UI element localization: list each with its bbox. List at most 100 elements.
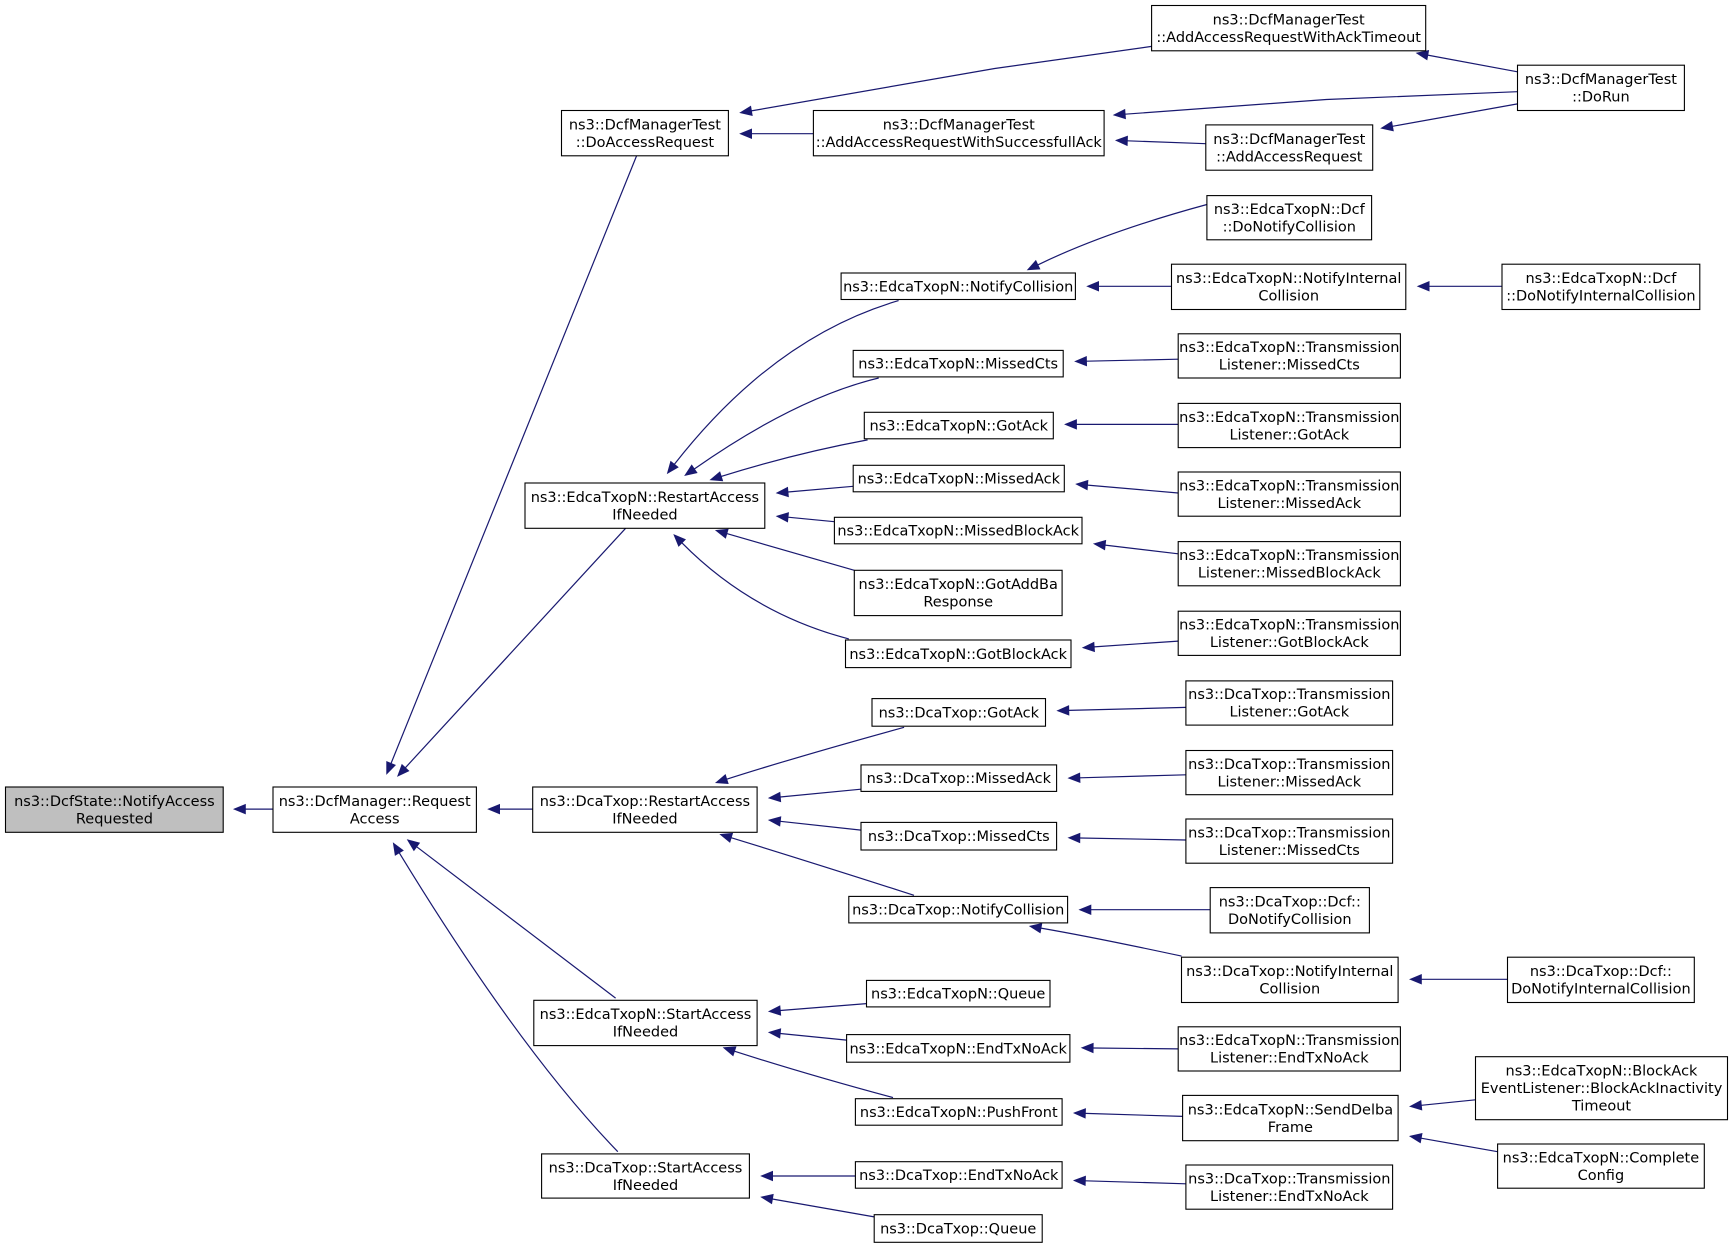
edge-n15-n3 — [787, 516, 835, 523]
node-label: ns3::EdcaTxopN::MissedCts — [858, 357, 1058, 373]
node-label: ns3::EdcaTxopN::NotifyInternal — [1176, 271, 1401, 287]
node-label: ns3::DcfManagerTest — [1525, 72, 1677, 88]
arrowhead-n25-n17 — [1081, 641, 1095, 653]
node-box — [1182, 1094, 1399, 1142]
node-n12[interactable]: ns3::EdcaTxopN::MissedCts — [852, 349, 1064, 378]
node-n18[interactable]: ns3::EdcaTxopN::Dcf::DoNotifyCollision — [1206, 195, 1373, 241]
node-n8[interactable]: ns3::DcfManagerTest::AddAccessRequestWit… — [812, 109, 1105, 157]
node-label: ::DoAccessRequest — [576, 135, 715, 151]
node-n22[interactable]: ns3::EdcaTxopN::TransmissionListener::Go… — [1177, 402, 1401, 449]
node-n29[interactable]: ns3::DcaTxop::NotifyCollision — [848, 895, 1069, 924]
node-n28[interactable]: ns3::DcaTxop::MissedCts — [860, 821, 1058, 851]
arrowhead-n3-n1 — [397, 763, 410, 777]
node-box — [1185, 1164, 1394, 1210]
node-label: Access — [350, 811, 400, 827]
node-n13[interactable]: ns3::EdcaTxopN::GotAck — [863, 411, 1054, 440]
arrowhead-n35-n34 — [1408, 974, 1422, 985]
node-n43[interactable]: ns3::DcaTxop::EndTxNoAck — [854, 1161, 1063, 1189]
arrowhead-n45-n43 — [1072, 1175, 1086, 1187]
node-box — [1177, 471, 1401, 517]
node-label: Listener::GotBlockAck — [1210, 635, 1370, 651]
node-label: IfNeeded — [612, 811, 677, 827]
node-n25[interactable]: ns3::EdcaTxopN::TransmissionListener::Go… — [1177, 610, 1401, 656]
node-n17[interactable]: ns3::EdcaTxopN::GotBlockAck — [844, 639, 1072, 669]
node-n33[interactable]: ns3::DcaTxop::Dcf::DoNotifyCollision — [1209, 887, 1370, 934]
node-label: ns3::DcaTxop::NotifyCollision — [852, 903, 1064, 919]
node-n32[interactable]: ns3::DcaTxop::TransmissionListener::Miss… — [1185, 818, 1394, 864]
node-box — [848, 895, 1069, 924]
edge-n11-n3 — [673, 300, 899, 465]
node-n39[interactable]: ns3::EdcaTxopN::TransmissionListener::En… — [1177, 1026, 1401, 1072]
node-n19[interactable]: ns3::EdcaTxopN::NotifyInternalCollision — [1170, 263, 1407, 311]
node-n10[interactable]: ns3::DcfManagerTest::DoRun — [1516, 64, 1685, 112]
arrowhead-n24-n15 — [1092, 539, 1107, 551]
node-n9[interactable]: ns3::DcfManagerTest::AddAccessRequest — [1205, 124, 1374, 171]
node-n7[interactable]: ns3::DcfManagerTest::AddAccessRequestWit… — [1151, 4, 1427, 52]
node-label: ns3::DcfManagerTest — [569, 117, 721, 133]
edge-n18-n11 — [1037, 203, 1208, 266]
node-box — [844, 639, 1072, 669]
node-label: ns3::EdcaTxopN::NotifyCollision — [843, 279, 1073, 295]
node-label: Listener::MissedCts — [1219, 358, 1360, 374]
node-n27[interactable]: ns3::DcaTxop::MissedAck — [860, 764, 1058, 792]
node-n23[interactable]: ns3::EdcaTxopN::TransmissionListener::Mi… — [1177, 471, 1401, 517]
edge-n32-n28 — [1079, 837, 1186, 841]
node-n38[interactable]: ns3::EdcaTxopN::PushFront — [854, 1098, 1063, 1126]
node-label: Collision — [1258, 289, 1319, 305]
node-n30[interactable]: ns3::DcaTxop::TransmissionListener::GotA… — [1185, 680, 1394, 726]
node-box — [1185, 749, 1394, 796]
arrowhead-n14-n3 — [775, 486, 789, 498]
node-box — [1177, 333, 1401, 379]
node-box — [560, 109, 729, 157]
arrowhead-n12-n3 — [684, 464, 698, 477]
edges-layer — [232, 45, 1518, 1218]
node-label: ns3::DcaTxop::MissedAck — [867, 771, 1052, 787]
node-n45[interactable]: ns3::DcaTxop::TransmissionListener::EndT… — [1185, 1164, 1394, 1210]
arrowhead-n42-n40 — [1409, 1133, 1423, 1144]
node-label: ns3::EdcaTxopN::RestartAccess — [531, 490, 759, 506]
edge-n30-n26 — [1068, 706, 1186, 711]
node-label: ns3::EdcaTxopN::MissedBlockAck — [837, 524, 1079, 540]
node-box — [1501, 263, 1701, 311]
node-n2[interactable]: ns3::DcfManagerTest::DoAccessRequest — [560, 109, 729, 157]
node-n35[interactable]: ns3::DcaTxop::Dcf::DoNotifyInternalColli… — [1506, 956, 1695, 1004]
arrowhead-n2-n1 — [386, 761, 396, 775]
edge-n14-n3 — [787, 485, 854, 493]
node-n36[interactable]: ns3::EdcaTxopN::Queue — [865, 979, 1051, 1008]
node-label: Listener::MissedAck — [1217, 496, 1361, 512]
node-label: IfNeeded — [613, 1178, 678, 1194]
arrowhead-n43-n6 — [760, 1170, 773, 1182]
node-label: ns3::DcaTxop::MissedCts — [868, 829, 1050, 845]
node-n20[interactable]: ns3::EdcaTxopN::Dcf::DoNotifyInternalCol… — [1501, 263, 1701, 311]
node-n26[interactable]: ns3::DcaTxop::GotAck — [871, 698, 1047, 727]
node-n34[interactable]: ns3::DcaTxop::NotifyInternalCollision — [1180, 956, 1399, 1004]
node-label: ::AddAccessRequestWithSuccessfullAck — [816, 135, 1103, 151]
node-n44[interactable]: ns3::DcaTxop::Queue — [873, 1214, 1043, 1243]
node-label: Listener::MissedCts — [1219, 843, 1360, 859]
node-n15[interactable]: ns3::EdcaTxopN::MissedBlockAck — [833, 516, 1083, 545]
node-n41[interactable]: ns3::EdcaTxopN::BlockAckEventListener::B… — [1474, 1056, 1729, 1121]
node-n14[interactable]: ns3::EdcaTxopN::MissedAck — [852, 464, 1065, 493]
edge-n7-n2 — [751, 45, 1152, 112]
node-n24[interactable]: ns3::EdcaTxopN::TransmissionListener::Mi… — [1177, 541, 1401, 587]
node-box — [1177, 1026, 1401, 1072]
node-label: Response — [923, 595, 993, 611]
node-n31[interactable]: ns3::DcaTxop::TransmissionListener::Miss… — [1185, 749, 1394, 796]
node-box — [541, 1153, 750, 1199]
node-label: ::DoNotifyCollision — [1223, 220, 1356, 236]
node-n37[interactable]: ns3::EdcaTxopN::EndTxNoAck — [846, 1034, 1071, 1063]
node-label: ns3::EdcaTxopN::Dcf — [1525, 271, 1677, 287]
node-box — [865, 979, 1051, 1008]
node-box — [1151, 4, 1427, 52]
node-n11[interactable]: ns3::EdcaTxopN::NotifyCollision — [840, 272, 1076, 301]
node-n21[interactable]: ns3::EdcaTxopN::TransmissionListener::Mi… — [1177, 333, 1401, 379]
